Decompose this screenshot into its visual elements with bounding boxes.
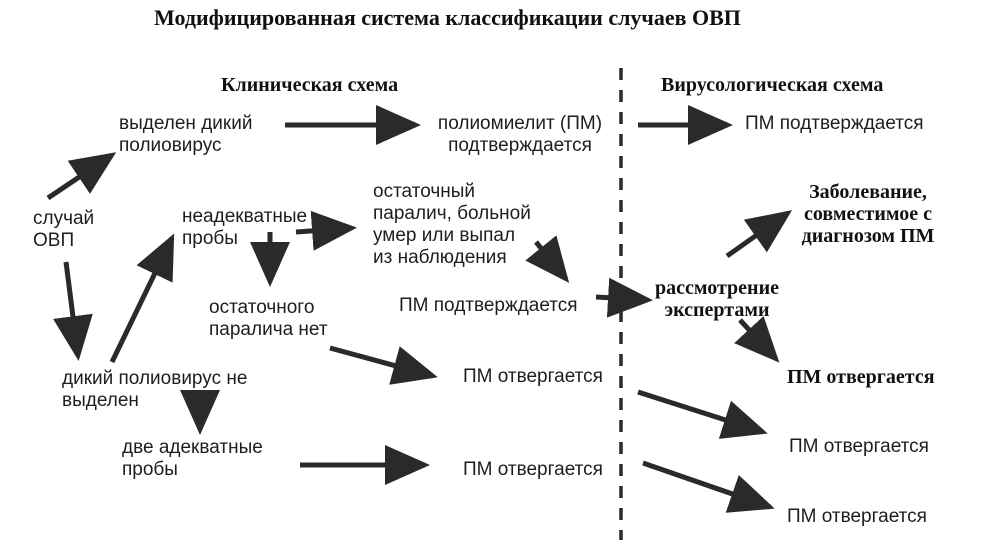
afp-case-node: случай ОВП xyxy=(33,208,95,251)
diagram-title: Модифицированная система классификации с… xyxy=(154,5,741,30)
arrow-not-isolated-to-inadequate xyxy=(109,233,175,364)
pm-confirmed-virological-node: ПМ подтверждается xyxy=(745,113,924,134)
arrow-case-to-wild-isolated xyxy=(46,152,117,201)
arrow-rejected-bottom-to-right xyxy=(642,460,775,513)
pm-rejected-mid-node: ПМ отвергается xyxy=(463,366,603,387)
arrow-rejected-mid-to-right xyxy=(637,389,768,439)
pm-rejected-bold-node: ПМ отвергается xyxy=(787,366,935,388)
expert-review-node: рассмотрение экспертами xyxy=(655,277,779,321)
polio-confirmed-clinical-node: полиомиелит (ПМ) подтверждается xyxy=(437,113,603,156)
arrow-residual-to-confirmed-mid xyxy=(525,235,570,283)
pm-confirmed-mid-node: ПМ подтверждается xyxy=(399,295,578,316)
pm-rejected-bottom-node: ПМ отвергается xyxy=(463,459,603,480)
no-residual-paralysis-node: остаточного паралича нет xyxy=(209,297,328,340)
arrow-inadequate-to-residual xyxy=(295,210,357,251)
wild-virus-not-isolated-node: дикий полиовирус не выделен xyxy=(62,368,248,411)
arrow-no-residual-to-rejected xyxy=(329,345,438,385)
arrow-confirmed-mid-to-expert xyxy=(595,277,653,318)
residual-paralysis-node: остаточный паралич, больной умер или вып… xyxy=(373,181,531,268)
pm-rejected-right1-node: ПМ отвергается xyxy=(789,436,929,457)
virological-scheme-header: Вирусологическая схема xyxy=(661,74,884,96)
arrow-expert-to-compatible xyxy=(725,210,793,259)
pm-rejected-right2-node: ПМ отвергается xyxy=(787,506,927,527)
inadequate-samples-node: неадекватные пробы xyxy=(182,206,308,249)
arrow-case-to-wild-not-isolated xyxy=(53,261,93,361)
two-adequate-samples-node: две адекватные пробы xyxy=(122,437,263,480)
wild-virus-isolated-node: выделен дикий полиовирус xyxy=(119,113,253,156)
clinical-scheme-header: Клиническая схема xyxy=(221,74,399,96)
arrow-expert-to-rejected-bold xyxy=(734,316,780,363)
compatible-with-polio-node: Заболевание, совместимое с диагнозом ПМ xyxy=(801,181,935,247)
